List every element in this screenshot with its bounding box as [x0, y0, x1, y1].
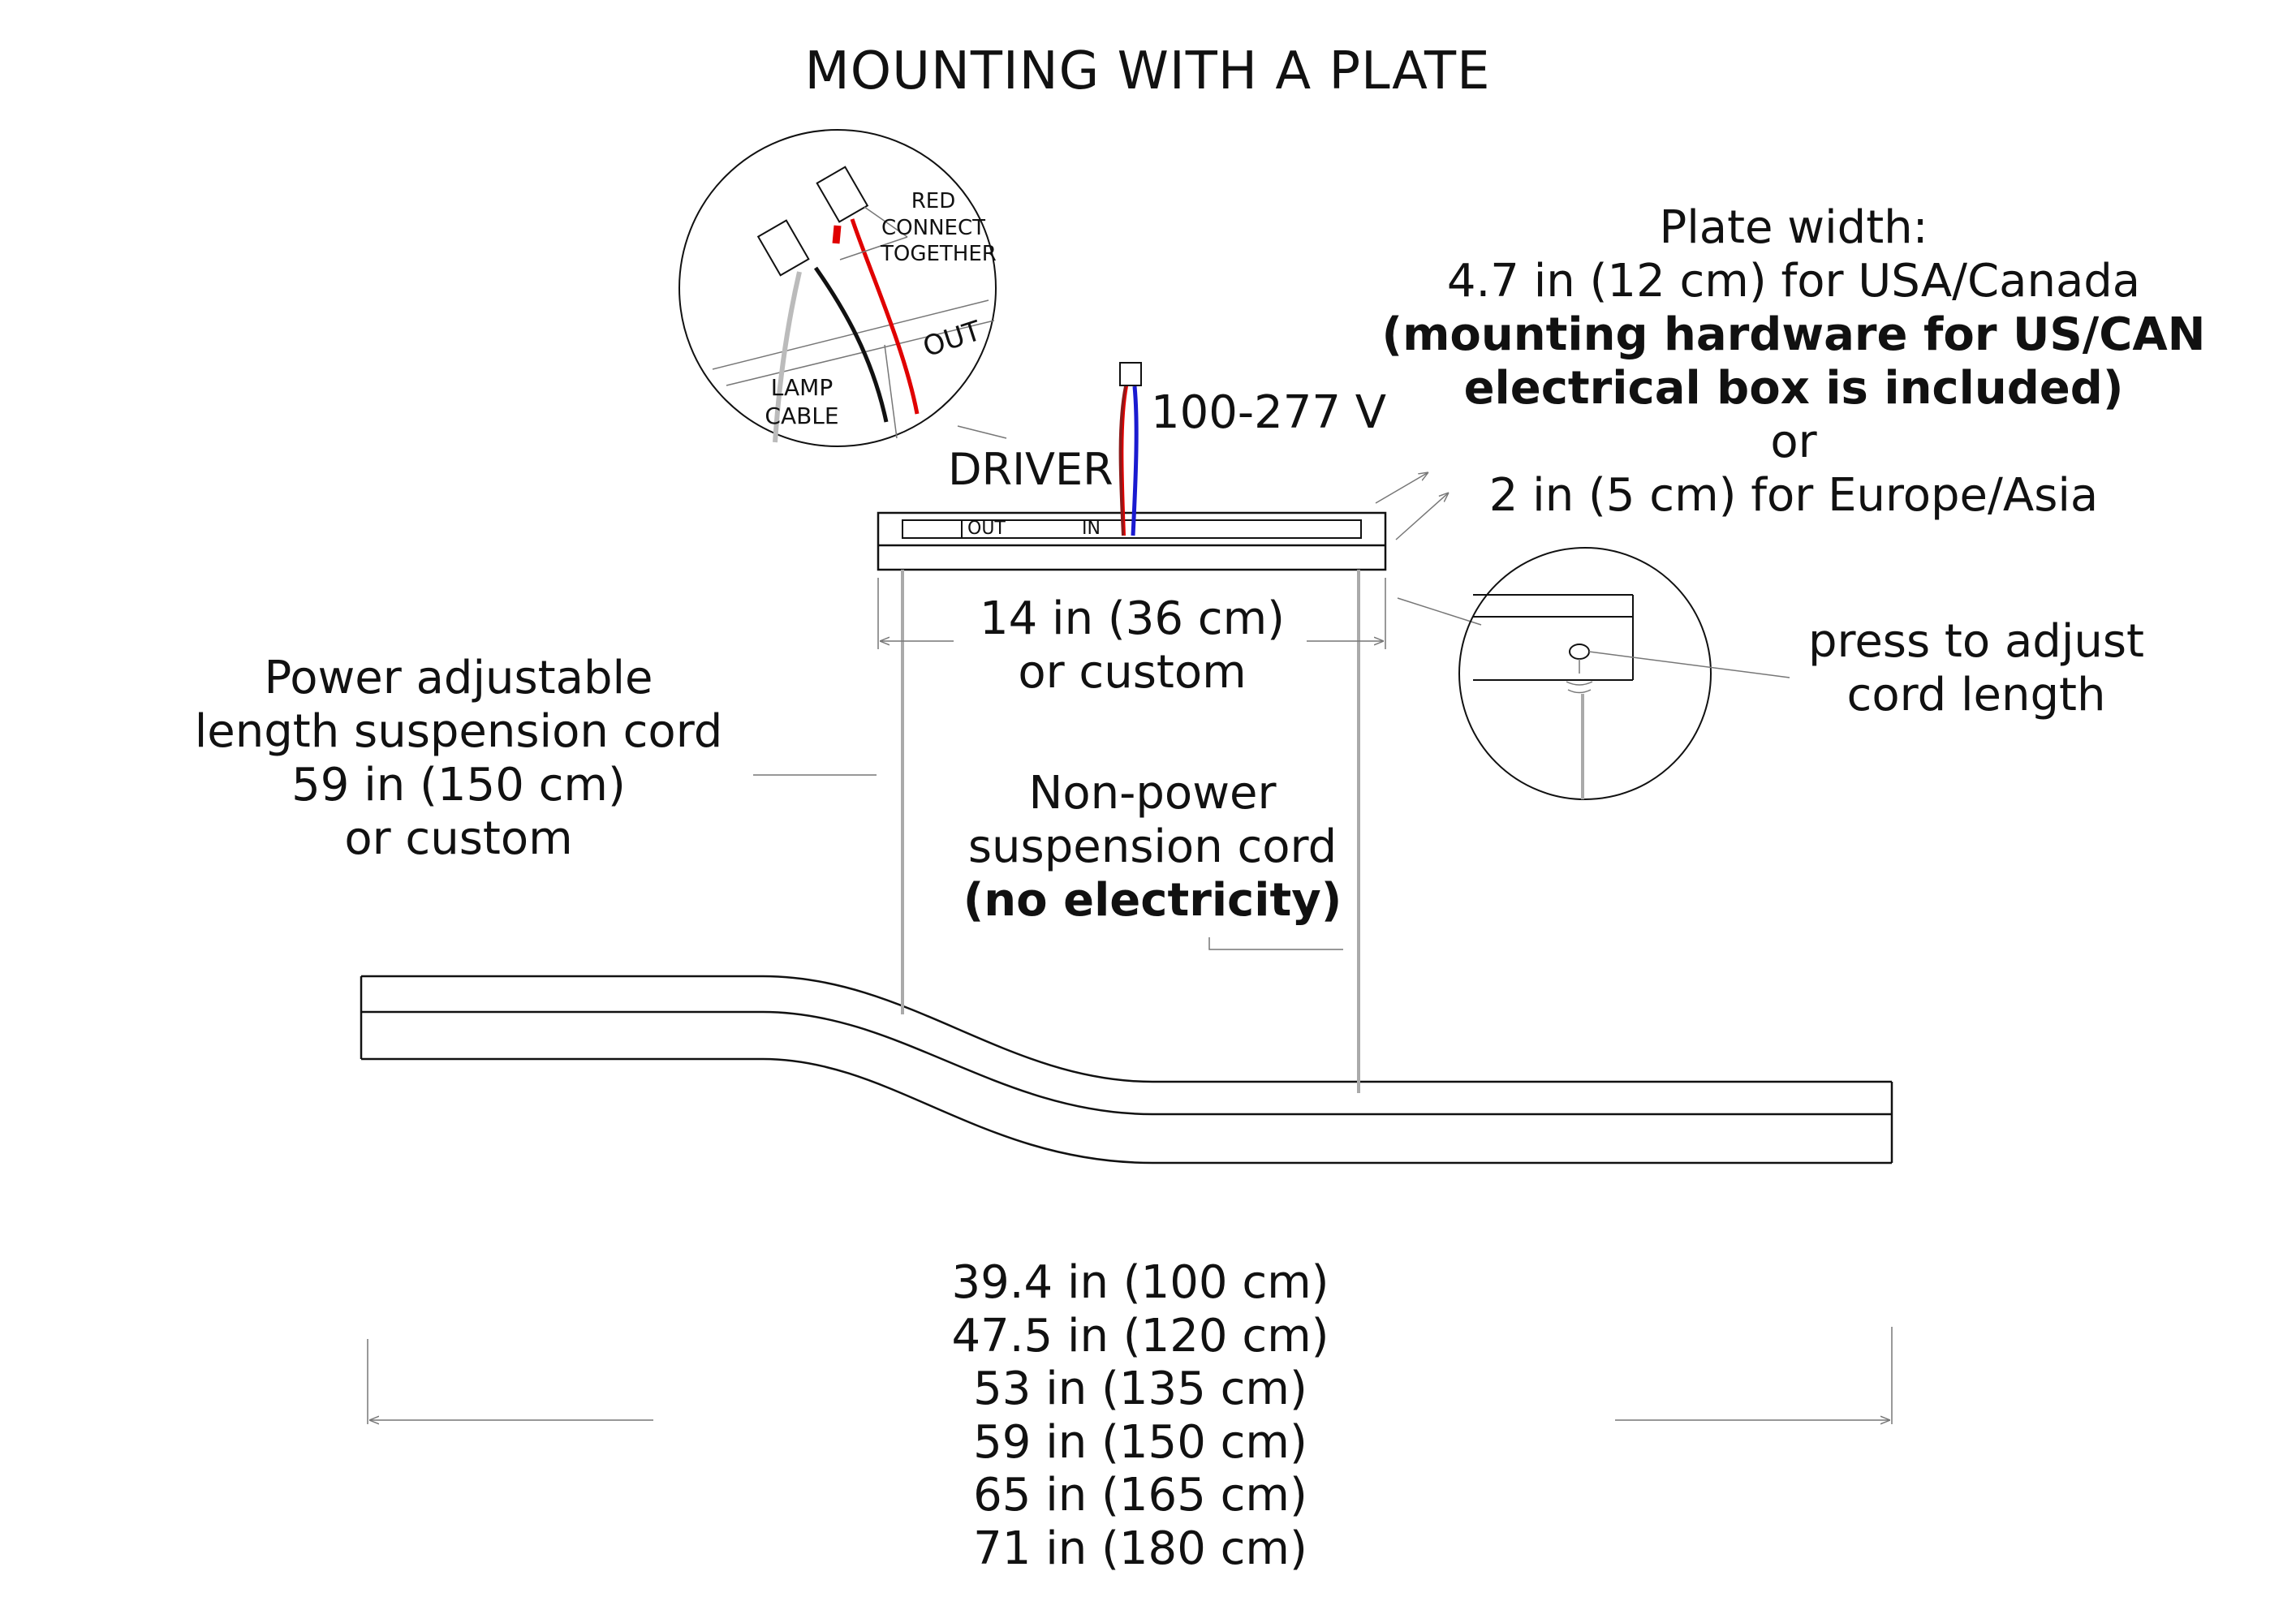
length-option: 71 in (180 cm) [973, 1522, 1307, 1575]
length-option: 39.4 in (100 cm) [951, 1256, 1329, 1309]
non-power-cord-label: Non-power suspension cord (no electricit… [963, 767, 1342, 927]
input-wires [1118, 362, 1142, 536]
power-cord-label: Power adjustable length suspension cord … [194, 652, 723, 865]
plate-length-label: 14 in (36 cm) or custom [979, 592, 1285, 699]
lamp-length-options: 39.4 in (100 cm) 47.5 in (120 cm) 53 in … [897, 1256, 1384, 1575]
voltage-label: 100-277 V [1151, 386, 1387, 439]
mounting-plate [877, 511, 1387, 571]
red-connect-note: RED CONNECT TOGETHER [881, 189, 997, 266]
plate-width-note: Plate width: 4.7 in (12 cm) for USA/Cana… [1381, 201, 2206, 522]
length-option: 65 in (165 cm) [973, 1469, 1307, 1522]
page-title: MOUNTING WITH A PLATE [804, 41, 1491, 101]
lamp-cable-label: LAMP CABLE [765, 374, 839, 429]
adjuster-detail-circle [1458, 547, 1790, 800]
detail-leader [957, 425, 1007, 439]
driver-out-label: OUT [967, 519, 1006, 539]
lamp-length-dimension [367, 1327, 1893, 1424]
length-option: 59 in (150 cm) [973, 1415, 1307, 1469]
non-power-cord-leader [1208, 937, 1343, 950]
plate-width-arrows [1375, 472, 1449, 540]
adjust-detail-leader [1397, 597, 1482, 626]
wiring-detail-circle [678, 129, 997, 447]
length-option: 53 in (135 cm) [973, 1363, 1307, 1415]
length-option: 47.5 in (120 cm) [951, 1309, 1329, 1363]
lamp-body [360, 975, 1893, 1165]
plate-length-dimension [877, 578, 1386, 649]
driver-label: DRIVER [948, 444, 1114, 495]
driver-in-label: IN [1082, 519, 1101, 539]
adjust-cord-note: press to adjust cord length [1807, 615, 2144, 721]
